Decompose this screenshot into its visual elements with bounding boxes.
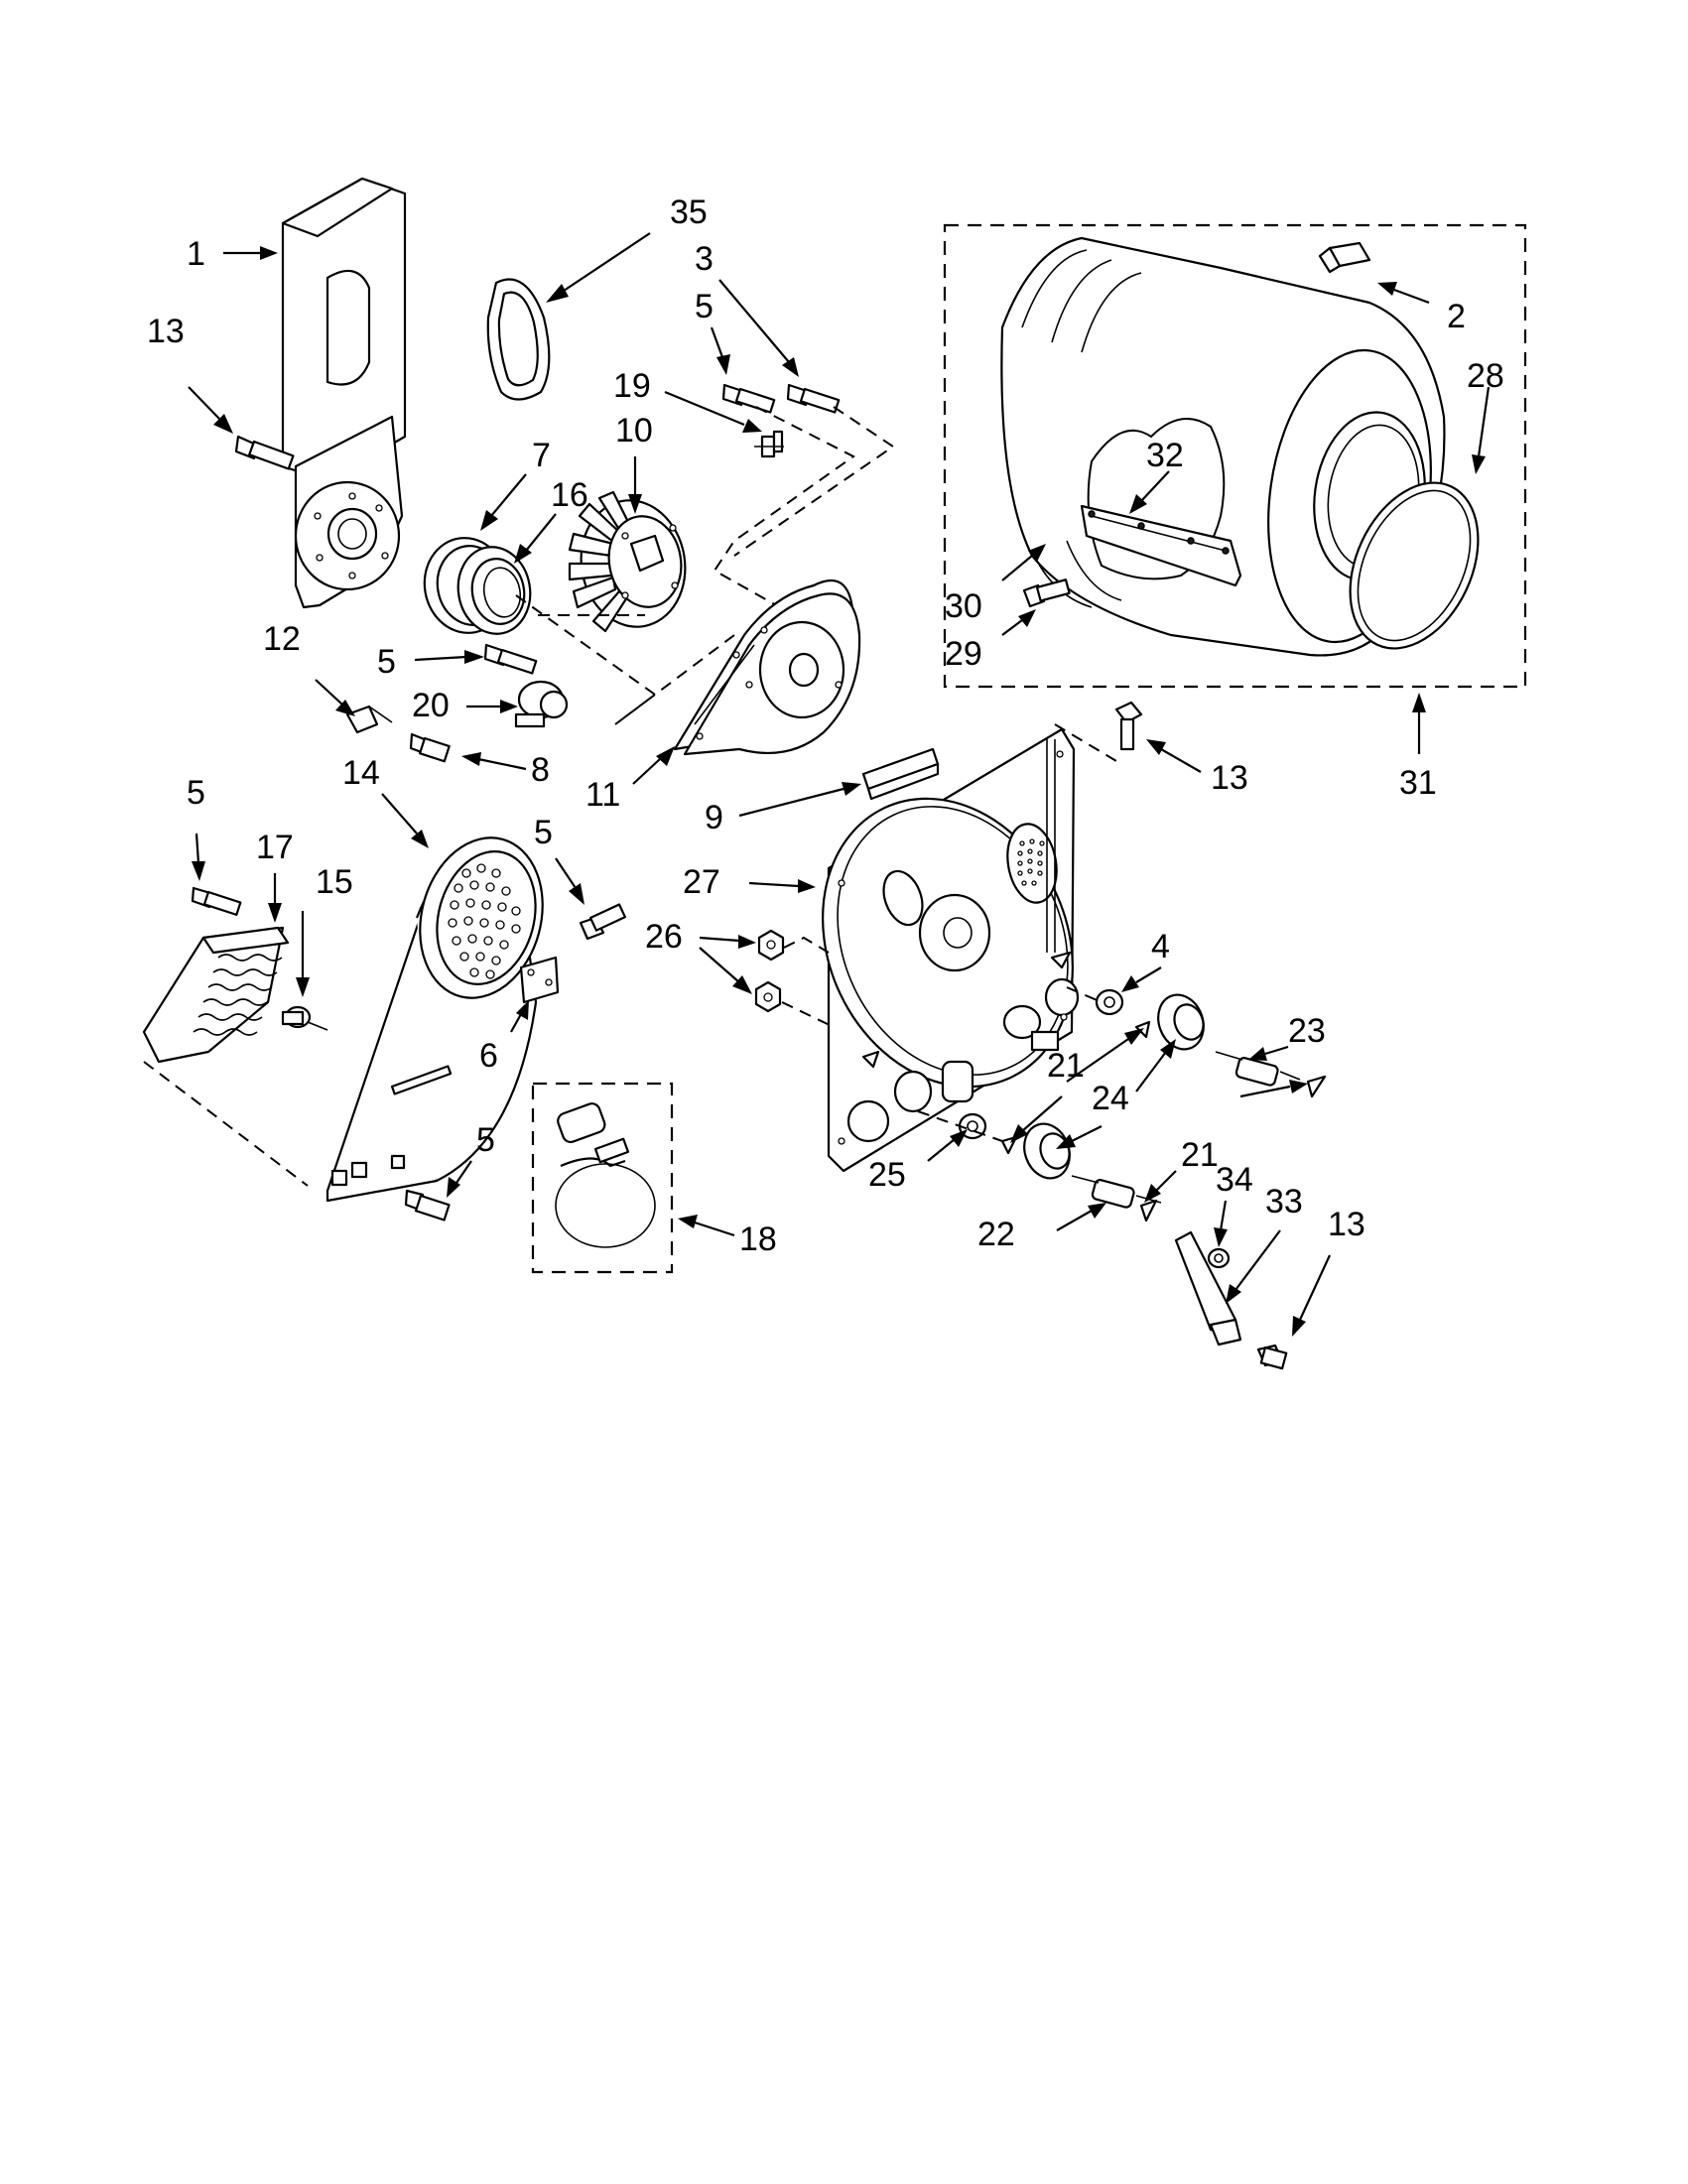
part-thermostat	[514, 680, 569, 728]
screw-13-left	[234, 435, 295, 470]
callout-13-left: 13	[147, 313, 185, 350]
rear-panel-vent	[1017, 838, 1045, 886]
callout-11: 11	[585, 776, 620, 814]
callout-5-thermostat: 5	[377, 643, 396, 681]
part-clip-21-bottom	[1139, 1199, 1158, 1222]
screw-13-right	[1114, 701, 1143, 751]
screw-5-top	[721, 383, 776, 414]
callout-1: 1	[187, 235, 205, 273]
part-nut-lower	[754, 980, 782, 1013]
screw-29-drum	[1022, 578, 1071, 608]
callout-25: 25	[868, 1156, 906, 1194]
callout-27: 27	[683, 863, 720, 901]
part-heater-duct	[325, 836, 544, 1203]
part-axle-23	[1215, 1051, 1301, 1087]
callout-5-top: 5	[695, 288, 714, 325]
part-drum	[1000, 236, 1446, 657]
callout-24: 24	[1092, 1080, 1129, 1117]
part-roller-24-upper	[1157, 993, 1205, 1051]
callout-13-right: 13	[1211, 759, 1248, 797]
callout-19: 19	[613, 367, 651, 405]
callout-9: 9	[705, 799, 723, 836]
screw-5-right-duct	[579, 903, 627, 941]
callout-20: 20	[412, 687, 450, 724]
callout-10: 10	[615, 412, 653, 450]
callout-34: 34	[1216, 1161, 1253, 1199]
part-heater-element	[142, 926, 290, 1064]
callouts: 1 2 3 4 5 5 5 5 5 6 7 8 9 10 11 12 13 13…	[147, 193, 1504, 1258]
screw-5-bottom	[404, 1189, 451, 1221]
callout-23: 23	[1288, 1012, 1326, 1050]
part-harness-kit	[531, 1082, 674, 1274]
part-clip	[754, 430, 784, 458]
part-blower-wheel	[568, 490, 687, 633]
screw-8	[409, 732, 451, 763]
callout-31: 31	[1399, 764, 1437, 802]
part-nut-upper	[757, 929, 785, 962]
callout-16: 16	[551, 476, 588, 514]
part-seal	[486, 278, 551, 401]
part-blower-duct	[281, 177, 407, 609]
callout-21-right: 21	[1181, 1136, 1219, 1174]
screw-3-top	[786, 383, 841, 414]
part-drum-tab	[1318, 241, 1371, 274]
part-drum-ring	[1349, 481, 1480, 650]
callout-21-upper: 21	[1047, 1047, 1085, 1085]
callout-6: 6	[479, 1037, 498, 1075]
leader-lines	[188, 232, 1491, 1337]
part-thermal-fuse	[281, 1005, 328, 1031]
part-bearing-ring	[423, 537, 532, 635]
callout-3: 3	[695, 240, 714, 278]
screw-5-thermostat	[483, 643, 538, 675]
callout-29: 29	[945, 635, 982, 673]
part-rear-panel	[822, 727, 1080, 1173]
callout-5-bottom: 5	[476, 1121, 495, 1159]
callout-12: 12	[263, 620, 301, 658]
part-mounting-bracket	[519, 956, 560, 1004]
callout-5-left: 5	[187, 774, 205, 812]
callout-30: 30	[945, 587, 982, 625]
part-axle-22	[1071, 1175, 1162, 1209]
part-blower-housing	[673, 579, 861, 756]
part-roller-bracket	[1174, 1230, 1242, 1347]
callout-17: 17	[256, 829, 294, 866]
callout-33: 33	[1265, 1183, 1303, 1220]
callout-28: 28	[1467, 357, 1504, 395]
callout-8: 8	[531, 751, 550, 789]
callout-35: 35	[670, 193, 708, 231]
part-glide-pad	[861, 747, 940, 801]
callout-15: 15	[316, 863, 353, 901]
callout-14: 14	[342, 754, 380, 792]
callout-2: 2	[1447, 298, 1466, 335]
callout-5-right-duct: 5	[534, 814, 553, 851]
part-washer-4	[1095, 988, 1124, 1016]
part-clip-21-right	[1306, 1075, 1327, 1098]
callout-4: 4	[1151, 928, 1170, 965]
callout-7: 7	[532, 437, 551, 474]
callout-26: 26	[645, 918, 683, 956]
part-roller-24-lower	[1023, 1122, 1071, 1180]
screw-13-bottom	[1256, 1344, 1288, 1370]
screw-5-left	[191, 886, 242, 916]
callout-22: 22	[977, 1216, 1015, 1253]
drum-assembly-box	[943, 223, 1527, 689]
callout-13-bottom: 13	[1328, 1206, 1365, 1243]
part-washer-34	[1207, 1247, 1231, 1269]
part-bracket-clip	[345, 705, 393, 734]
callout-32: 32	[1146, 437, 1184, 474]
callout-18: 18	[739, 1220, 777, 1258]
heater-duct-perforations	[448, 863, 521, 979]
heater-coils	[193, 954, 283, 1036]
